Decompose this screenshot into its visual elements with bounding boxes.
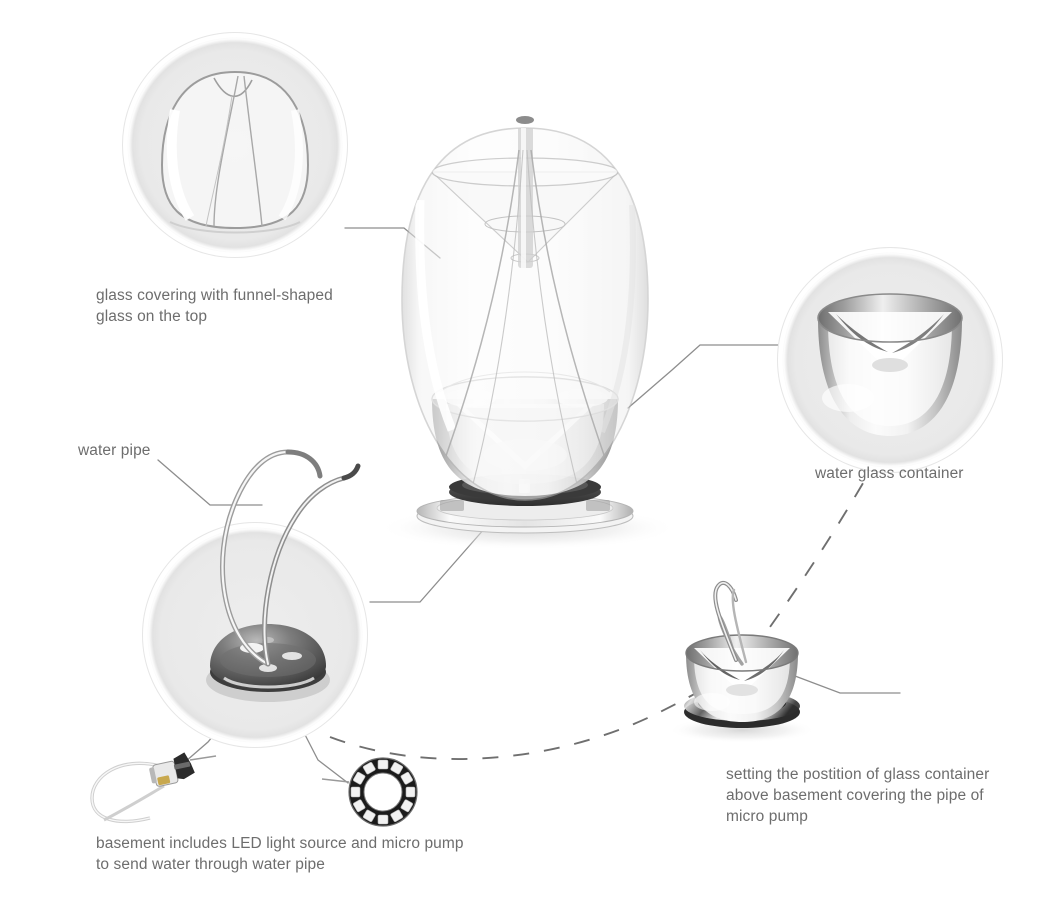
assembly-water-glass-bowl bbox=[685, 634, 799, 722]
micro-pump-component bbox=[90, 752, 217, 824]
label-water-pipe: water pipe bbox=[78, 442, 151, 459]
leader-assembly bbox=[794, 675, 901, 694]
water-pipe-tube bbox=[220, 449, 361, 667]
label-setting-position: setting the postition of glass container… bbox=[726, 766, 990, 825]
dashed-arc-up bbox=[751, 477, 867, 653]
assembly-bowl-over-basement bbox=[668, 580, 816, 743]
lamp-base-foot bbox=[416, 494, 634, 534]
pump-body bbox=[149, 752, 195, 787]
detail-circle-basement bbox=[142, 522, 368, 748]
detail-circle-water-glass-container bbox=[777, 247, 1003, 473]
glass-dome-cover bbox=[401, 116, 649, 501]
leader-water-pipe bbox=[157, 459, 263, 506]
water-stem bbox=[431, 128, 619, 497]
label-basement: basement includes LED light source and m… bbox=[96, 835, 464, 873]
led-ring-component bbox=[321, 757, 418, 827]
dashed-arc-bottom bbox=[329, 659, 746, 760]
label-water-glass-container: water glass container bbox=[815, 465, 964, 482]
detail-circle-glass-cover bbox=[122, 32, 348, 258]
assembly-dashed-path bbox=[329, 477, 867, 760]
main-glass-lamp-assembly bbox=[378, 116, 678, 550]
dome-top-nozzle bbox=[516, 116, 534, 124]
label-glass-cover: glass covering with funnel-shaped glass … bbox=[96, 287, 333, 325]
leader-water-glass-container bbox=[627, 344, 785, 409]
